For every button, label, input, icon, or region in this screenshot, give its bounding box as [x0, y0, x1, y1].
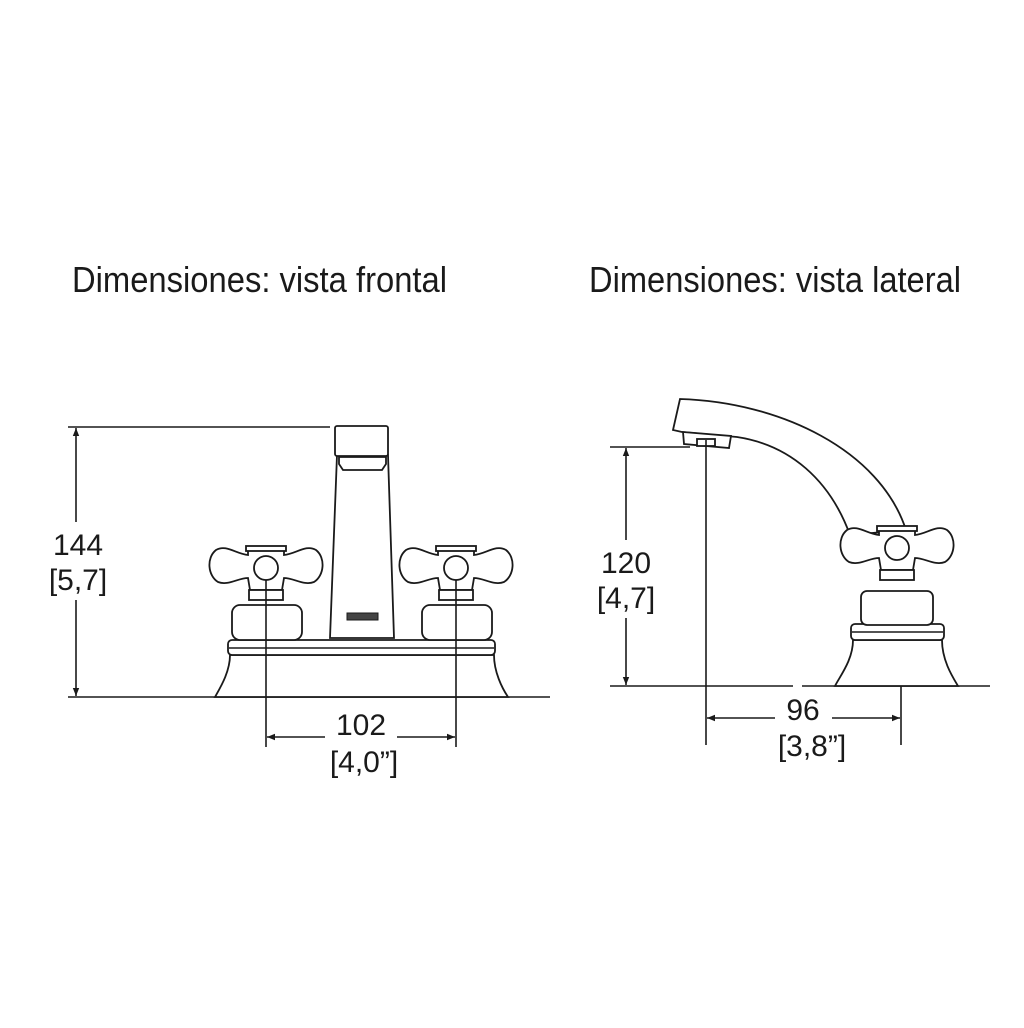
- height-mm-label: 144: [53, 529, 103, 562]
- side-view: 120 [4,7] 96 [3,8”]: [597, 398, 990, 763]
- spout: [671, 398, 908, 536]
- reach-mm-label: 96: [786, 694, 819, 727]
- faucet-base: [833, 639, 960, 687]
- spout: [329, 454, 395, 639]
- front-view-title: Dimensiones: vista frontal: [72, 259, 447, 300]
- brand-logo-plate: [346, 612, 379, 621]
- side-view-title: Dimensiones: vista lateral: [589, 259, 961, 300]
- faucet-base: [213, 654, 510, 698]
- height-mm-label: 120: [601, 547, 651, 580]
- width-mm-label: 102: [336, 709, 386, 742]
- height-inch-label: [4,7]: [597, 582, 655, 615]
- reach-inch-label: [3,8”]: [778, 730, 846, 763]
- height-inch-label: [5,7]: [49, 564, 107, 597]
- width-inch-label: [4,0”]: [330, 746, 398, 779]
- front-view: 144 [5,7] 102 [4,0”]: [49, 425, 550, 779]
- cross-handle: [839, 525, 955, 581]
- aerator: [338, 456, 387, 471]
